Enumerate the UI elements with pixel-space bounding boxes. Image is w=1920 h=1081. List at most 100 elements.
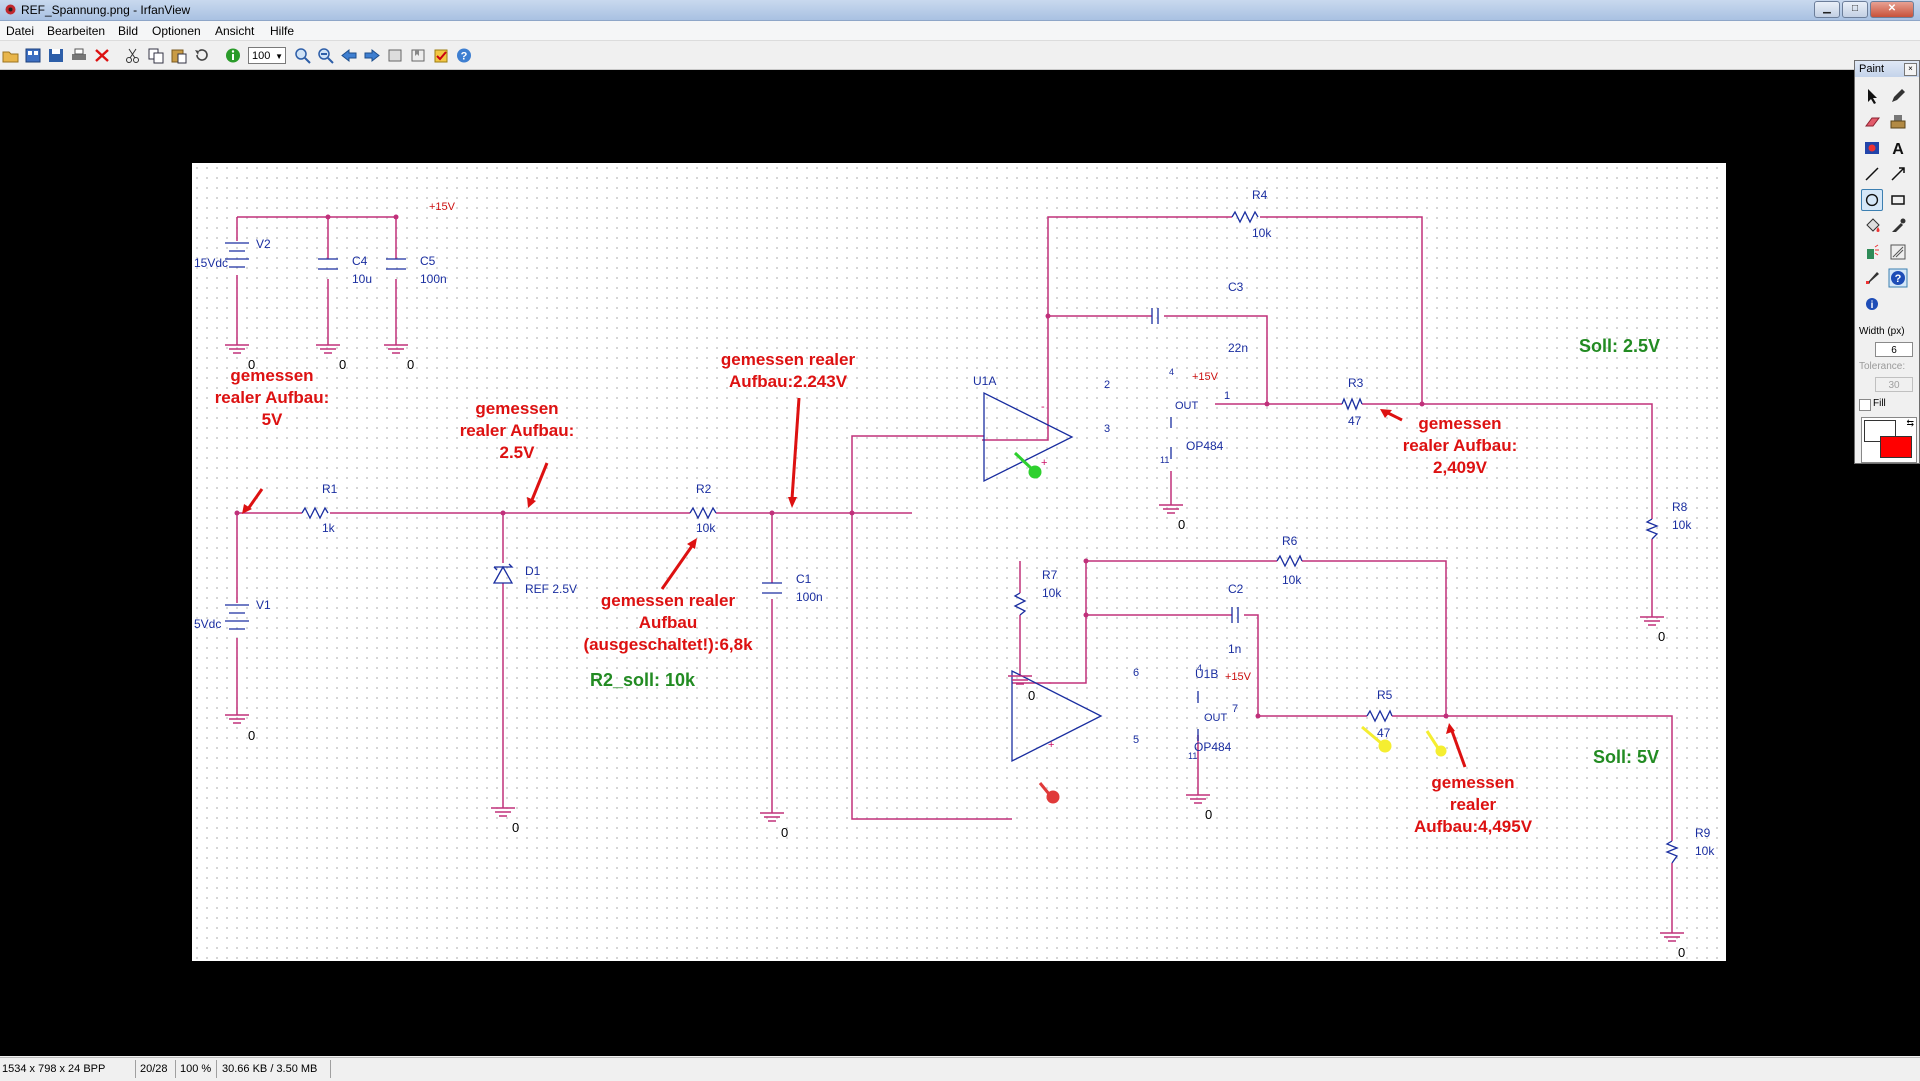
info-icon[interactable] xyxy=(224,47,242,64)
toolbar: ? xyxy=(0,41,1920,70)
window-title: REF_Spannung.png - IrfanView xyxy=(21,3,191,17)
gnd-label: 0 xyxy=(1028,688,1035,703)
wires xyxy=(236,216,1673,933)
c4-name: C4 xyxy=(352,254,368,268)
slideshow-icon[interactable] xyxy=(386,47,404,64)
print-icon[interactable] xyxy=(70,47,88,64)
annotation-5v-line2: realer Aufbau: xyxy=(215,388,330,407)
circle-icon[interactable] xyxy=(1861,189,1883,211)
d1-value: REF 2.5V xyxy=(525,582,577,596)
bookmark-icon[interactable] xyxy=(409,47,427,64)
annotations: gemessen realer Aufbau: 5V gemessen real… xyxy=(215,350,1533,836)
menu-ansicht[interactable]: Ansicht xyxy=(215,24,255,38)
settings-icon[interactable] xyxy=(432,47,450,64)
annotation-2v409-line2: realer Aufbau: xyxy=(1403,436,1518,455)
svg-text:?: ? xyxy=(461,51,468,63)
tolerance-value: 30 xyxy=(1888,380,1900,391)
line-icon[interactable] xyxy=(1861,163,1883,185)
status-divider xyxy=(135,1060,136,1078)
rectangle-icon[interactable] xyxy=(1887,189,1909,211)
previous-icon[interactable] xyxy=(340,47,358,64)
status-index: 20/28 xyxy=(140,1063,168,1075)
menu-datei[interactable]: Datei xyxy=(6,24,35,38)
menu-optionen[interactable]: Optionen xyxy=(152,24,201,38)
menu-bearbeiten[interactable]: Bearbeiten xyxy=(47,24,106,38)
minimize-button[interactable]: ▁ xyxy=(1814,1,1840,18)
annotation-2v5-line2: realer Aufbau: xyxy=(460,421,575,440)
next-icon[interactable] xyxy=(363,47,381,64)
annotation-2v409-line1: gemessen xyxy=(1418,414,1501,433)
u1a-vplus: +15V xyxy=(1192,371,1219,383)
text-icon[interactable]: A xyxy=(1887,137,1909,159)
eraser-icon[interactable] xyxy=(1861,111,1883,133)
fill-checkbox[interactable] xyxy=(1859,399,1871,411)
menu-bild[interactable]: Bild xyxy=(118,24,139,38)
zoom-select[interactable]: 100▼ xyxy=(248,47,286,64)
c1-value: 100n xyxy=(796,590,823,604)
c3-name: C3 xyxy=(1228,280,1244,294)
schematic: V2 15Vdc V1 5Vdc C4 10u C5 100n R1 1k R2… xyxy=(194,188,1715,960)
part-labels: V2 15Vdc V1 5Vdc C4 10u C5 100n R1 1k R2… xyxy=(194,188,1715,858)
annotation-r2-line3: (ausgeschaltet!):6,8k xyxy=(583,635,753,654)
image-viewer[interactable]: V2 15Vdc V1 5Vdc C4 10u C5 100n R1 1k R2… xyxy=(0,70,1920,1056)
brush-icon[interactable] xyxy=(1861,267,1883,289)
u1b-model: OP484 xyxy=(1194,740,1232,754)
cut-icon[interactable] xyxy=(124,47,142,64)
v2-value: 15Vdc xyxy=(194,256,228,270)
soll-5v-label: Soll: 5V xyxy=(1593,747,1659,767)
u1b-name: U1B xyxy=(1195,667,1218,681)
r6-value: 10k xyxy=(1282,573,1302,587)
u1a-model: OP484 xyxy=(1186,439,1224,453)
red-eye-icon[interactable] xyxy=(1861,137,1883,159)
help-icon[interactable]: ? xyxy=(1887,267,1909,289)
background-color[interactable] xyxy=(1880,436,1912,458)
gnd-label: 0 xyxy=(248,728,255,743)
emboss-icon[interactable] xyxy=(1887,241,1909,263)
r7-value: 10k xyxy=(1042,586,1062,600)
thumbnails-icon[interactable] xyxy=(24,47,42,64)
paste-icon[interactable] xyxy=(170,47,188,64)
gnd-label: 0 xyxy=(512,820,519,835)
copy-icon[interactable] xyxy=(147,47,165,64)
paint-title-bar[interactable]: Paint xyxy=(1855,61,1919,77)
maximize-button[interactable]: □ xyxy=(1842,1,1868,18)
menu-bar: Datei Bearbeiten Bild Optionen Ansicht H… xyxy=(0,21,1920,41)
width-label: Width (px) xyxy=(1859,326,1905,337)
fill-icon[interactable] xyxy=(1861,215,1883,237)
zoom-value: 100 xyxy=(252,50,271,62)
color-picker-icon[interactable] xyxy=(1887,215,1909,237)
width-stepper[interactable]: 6 xyxy=(1875,342,1913,357)
save-icon[interactable] xyxy=(47,47,65,64)
open-icon[interactable] xyxy=(2,47,20,64)
parts xyxy=(225,210,1679,864)
swap-colors-icon[interactable]: ⇆ xyxy=(1906,418,1914,428)
close-button[interactable]: ✕ xyxy=(1870,1,1914,18)
tolerance-stepper[interactable]: 30 xyxy=(1875,377,1913,392)
annotation-5v-line3: 5V xyxy=(262,410,283,429)
zoom-in-icon[interactable] xyxy=(294,47,312,64)
delete-icon[interactable] xyxy=(93,47,111,64)
undo-icon[interactable] xyxy=(193,47,211,64)
info-icon[interactable]: i xyxy=(1861,293,1883,315)
r8-name: R8 xyxy=(1672,500,1688,514)
pen-icon[interactable] xyxy=(1887,85,1909,107)
paint-close-button[interactable]: × xyxy=(1904,63,1917,76)
annotation-arrows xyxy=(242,397,1467,768)
clone-stamp-icon[interactable] xyxy=(1887,111,1909,133)
status-size: 30.66 KB / 3.50 MB xyxy=(222,1063,318,1075)
c2-value: 1n xyxy=(1228,642,1241,656)
annotation-5v-line1: gemessen xyxy=(230,366,313,385)
r4-name: R4 xyxy=(1252,188,1268,202)
c1-name: C1 xyxy=(796,572,812,586)
selection-icon[interactable] xyxy=(1861,85,1883,107)
annotation-4v495-line3: Aufbau:4,495V xyxy=(1414,817,1533,836)
annotation-2v409-line3: 2,409V xyxy=(1433,458,1488,477)
help-icon[interactable]: ? xyxy=(455,47,473,64)
u1b-vpin: 4 xyxy=(1197,663,1202,673)
u1b-pin-plus: 5 xyxy=(1133,734,1139,746)
menu-hilfe[interactable]: Hilfe xyxy=(270,24,295,38)
zoom-out-icon[interactable] xyxy=(317,47,335,64)
arrow-icon[interactable] xyxy=(1887,163,1909,185)
spray-icon[interactable] xyxy=(1861,241,1883,263)
u1b-minus: - xyxy=(1048,677,1052,689)
